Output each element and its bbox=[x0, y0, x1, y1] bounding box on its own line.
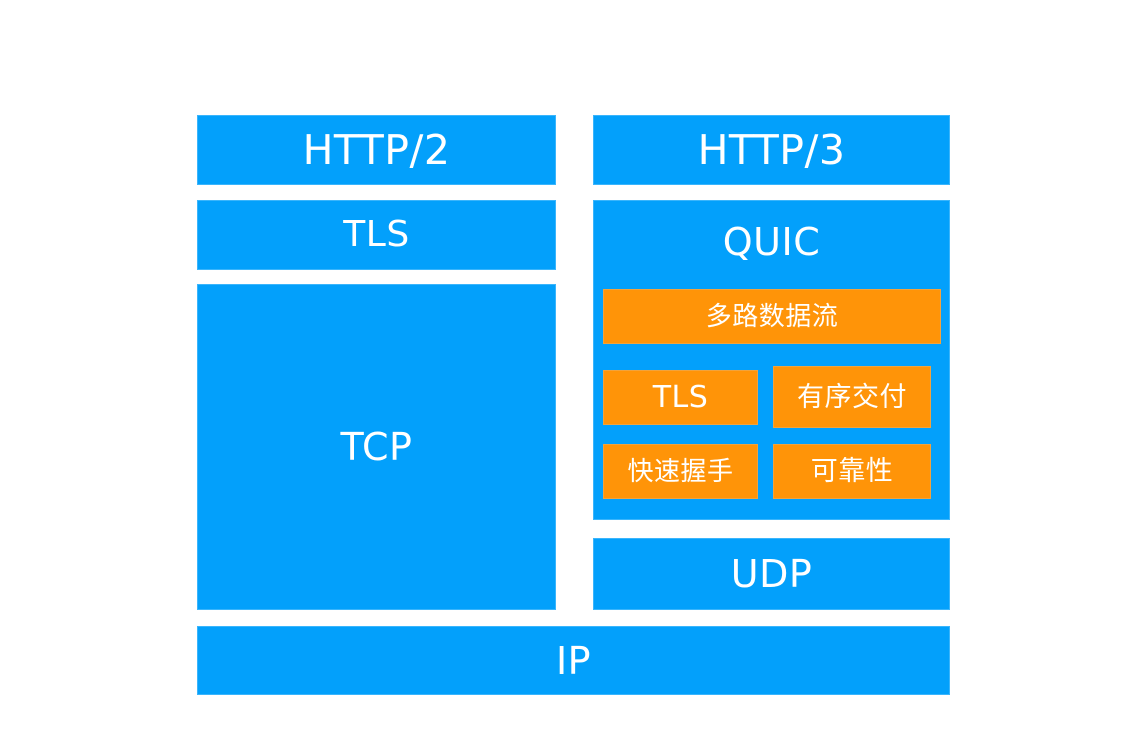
layer-quic: QUIC 多路数据流 TLS 有序交付 快速握手 可靠性 bbox=[593, 200, 950, 520]
quic-feature-tls: TLS bbox=[603, 370, 758, 425]
quic-feature-ordered-delivery: 有序交付 bbox=[773, 366, 931, 428]
layer-tcp: TCP bbox=[197, 284, 556, 610]
quic-feature-multiplexed-streams: 多路数据流 bbox=[603, 289, 941, 344]
layer-tls-left: TLS bbox=[197, 200, 556, 270]
layer-http3: HTTP/3 bbox=[593, 115, 950, 185]
layer-http2: HTTP/2 bbox=[197, 115, 556, 185]
layer-udp: UDP bbox=[593, 538, 950, 610]
layer-quic-label: QUIC bbox=[722, 220, 821, 264]
layer-ip: IP bbox=[197, 626, 950, 695]
quic-feature-fast-handshake: 快速握手 bbox=[603, 444, 758, 499]
quic-feature-reliability: 可靠性 bbox=[773, 444, 931, 499]
